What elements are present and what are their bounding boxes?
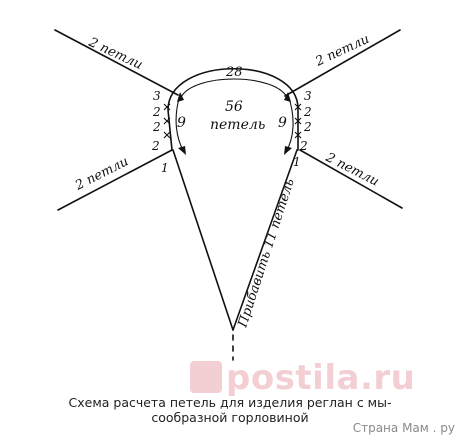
label-left-stack-1: 2 <box>152 105 161 119</box>
body-left-line <box>172 149 234 331</box>
neckline-inner-arc <box>179 78 289 101</box>
lower-left-raglan-line <box>57 149 173 211</box>
label-left-start: 1 <box>161 161 169 175</box>
left-arrowhead-bottom <box>178 146 186 155</box>
label-right-stack-2: 2 <box>303 120 312 134</box>
neckline-outer-arc <box>167 67 299 151</box>
left-arrowhead-top <box>177 92 184 102</box>
label-left-stack-0: 3 <box>153 89 161 103</box>
label-center-count: 56 <box>225 99 243 115</box>
diagram-caption: Схема расчета петель для изделия реглан … <box>50 395 410 425</box>
right-cross-marks <box>294 103 302 139</box>
label-right-stack-0: 3 <box>304 89 312 103</box>
label-mid-right: 2 петли <box>322 150 381 190</box>
label-center-unit: петель <box>210 117 265 133</box>
label-right-stack-3: 2 <box>299 139 308 153</box>
upper-left-raglan-line <box>54 29 179 96</box>
right-arrowhead-top <box>284 92 291 102</box>
lower-right-raglan-line <box>299 149 403 209</box>
upper-right-raglan-line <box>284 29 401 97</box>
watermark-site: Страна Мам . ру <box>352 421 455 435</box>
watermark-logo-text: postila.ru <box>226 358 416 398</box>
right-arrowhead-bottom <box>284 146 292 155</box>
label-left-stack-3: 2 <box>151 139 160 153</box>
label-left-stack-2: 2 <box>152 120 161 134</box>
caption-line-2: сообразной горловиной <box>151 410 309 425</box>
caption-line-1: Схема расчета петель для изделия реглан … <box>68 395 392 410</box>
label-mid-left: 2 петли <box>72 154 131 194</box>
label-arc-count: 28 <box>225 65 243 80</box>
label-left-side-count: 9 <box>177 115 186 131</box>
right-side-dimension <box>285 94 294 153</box>
label-right-side-count: 9 <box>278 115 287 131</box>
label-right-start: 1 <box>293 155 301 169</box>
label-add-note: Прибавить 11 петель <box>235 177 298 330</box>
label-top-left: 2 петли <box>85 35 144 73</box>
body-right-line <box>232 149 298 331</box>
watermark-logo: postila.ru <box>190 358 450 398</box>
label-right-stack-1: 2 <box>303 105 312 119</box>
left-cross-marks <box>163 103 171 139</box>
watermark-logo-badge-icon <box>190 361 222 393</box>
